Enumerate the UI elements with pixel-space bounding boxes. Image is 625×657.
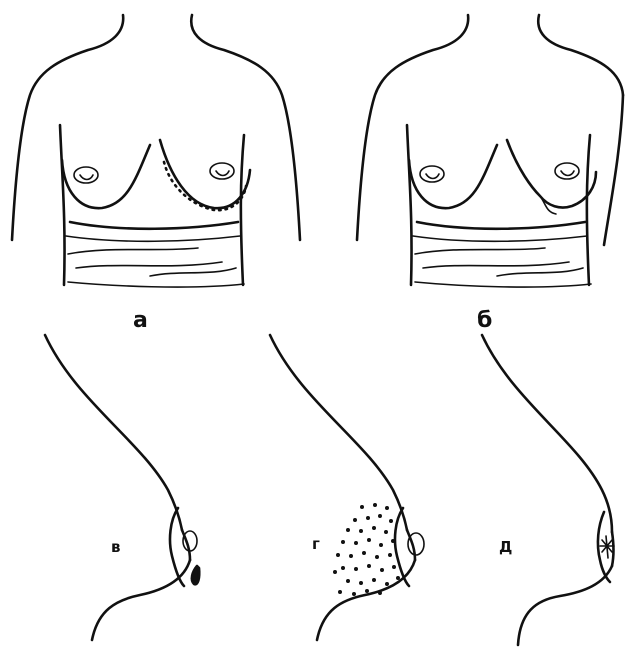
panel-d-profile bbox=[482, 335, 614, 645]
panel-v-profile bbox=[45, 335, 199, 640]
label-b: б bbox=[477, 310, 492, 332]
panel-a-torso bbox=[12, 15, 300, 287]
panel-g-profile bbox=[270, 335, 424, 640]
label-a: а bbox=[133, 310, 148, 332]
panel-b-torso bbox=[357, 15, 623, 287]
dotted-area bbox=[333, 503, 400, 596]
label-v: в bbox=[111, 540, 121, 555]
label-d: Д bbox=[499, 540, 512, 555]
label-g: г bbox=[312, 537, 320, 552]
